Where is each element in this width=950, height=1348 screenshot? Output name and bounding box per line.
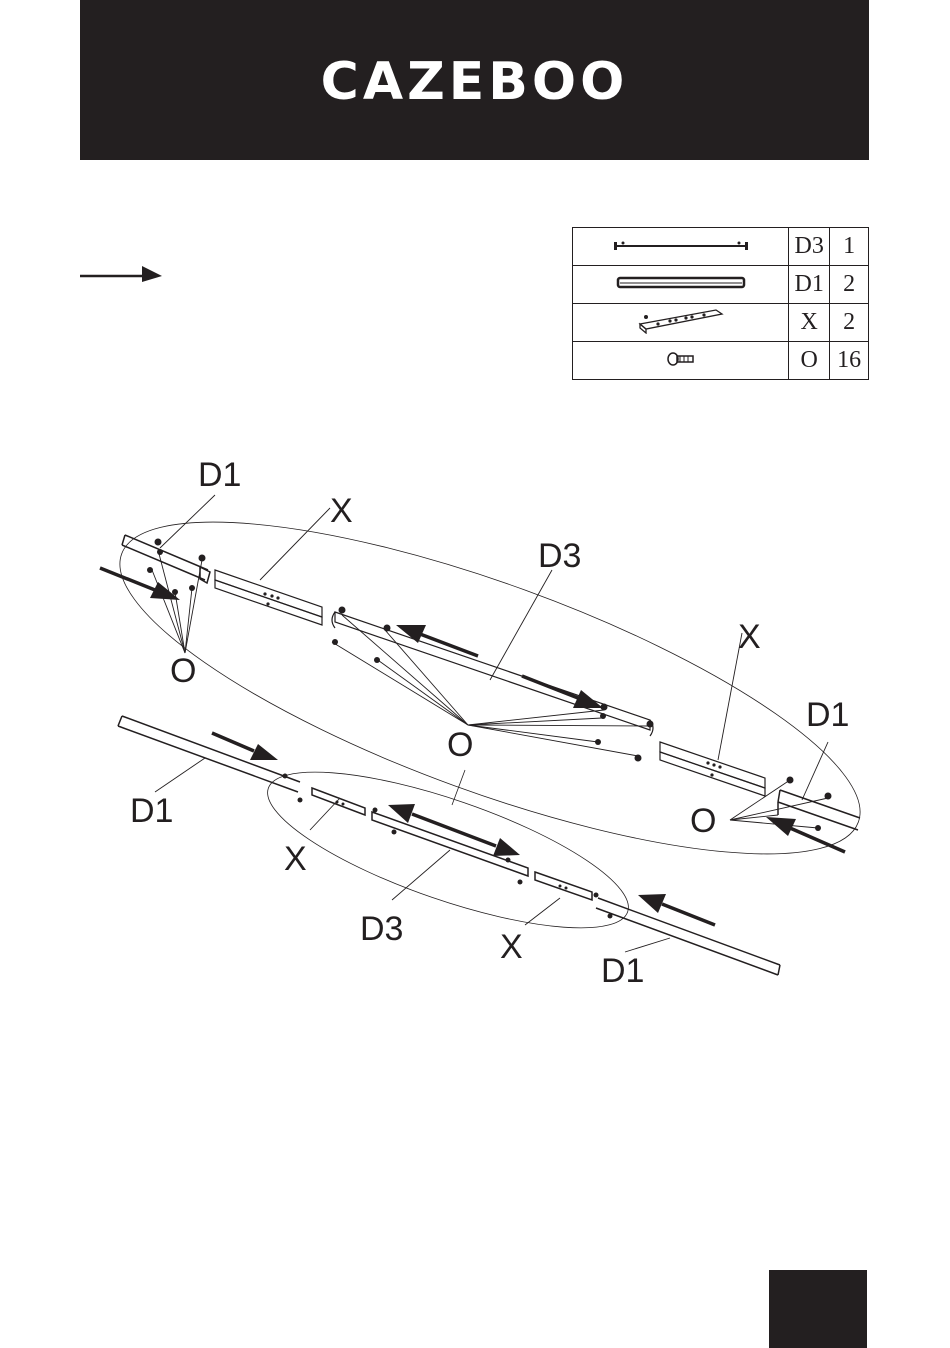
label-d1: D1 [601, 952, 644, 990]
parts-row-d3: D3 1 [573, 228, 869, 266]
part-qty: 16 [830, 342, 869, 380]
parts-row-o: O 16 [573, 342, 869, 380]
x-bracket-top-left [215, 570, 322, 625]
part-qty: 2 [830, 266, 869, 304]
x-bracket-top-right [660, 742, 765, 796]
assembly-diagram: D1 X D3 O X D1 O O D1 X D3 X D1 [0, 420, 950, 1020]
label-x: X [738, 618, 761, 656]
part-code: X [789, 304, 830, 342]
o-bolt-icon [666, 351, 696, 367]
label-o: O [690, 802, 716, 840]
header-bar: CAZEBOO [80, 0, 869, 160]
brand-logo: CAZEBOO [80, 52, 869, 112]
parts-row-x: X 2 [573, 304, 869, 342]
parts-table: D3 1 D1 2 X 2 [572, 227, 869, 380]
label-d1: D1 [198, 456, 241, 494]
label-x: X [284, 840, 307, 878]
assembled-view-outline [252, 741, 644, 959]
parts-row-d1: D1 2 [573, 266, 869, 304]
part-code: D3 [789, 228, 830, 266]
part-qty: 1 [830, 228, 869, 266]
x-bracket-icon [636, 304, 726, 334]
d3-bar-icon [611, 239, 751, 253]
label-d3: D3 [360, 910, 403, 948]
part-code: O [789, 342, 830, 380]
label-o: O [170, 652, 196, 690]
part-qty: 2 [830, 304, 869, 342]
label-d1: D1 [130, 792, 173, 830]
label-o: O [447, 726, 473, 764]
page-number-box [769, 1270, 867, 1348]
exploded-view-outline [86, 456, 894, 920]
part-code: D1 [789, 266, 830, 304]
label-d1: D1 [806, 696, 849, 734]
label-x: X [330, 492, 353, 530]
label-d3: D3 [538, 537, 581, 575]
d1-rail-icon [616, 275, 746, 291]
label-x: X [500, 928, 523, 966]
arrow-right-icon [80, 262, 164, 284]
